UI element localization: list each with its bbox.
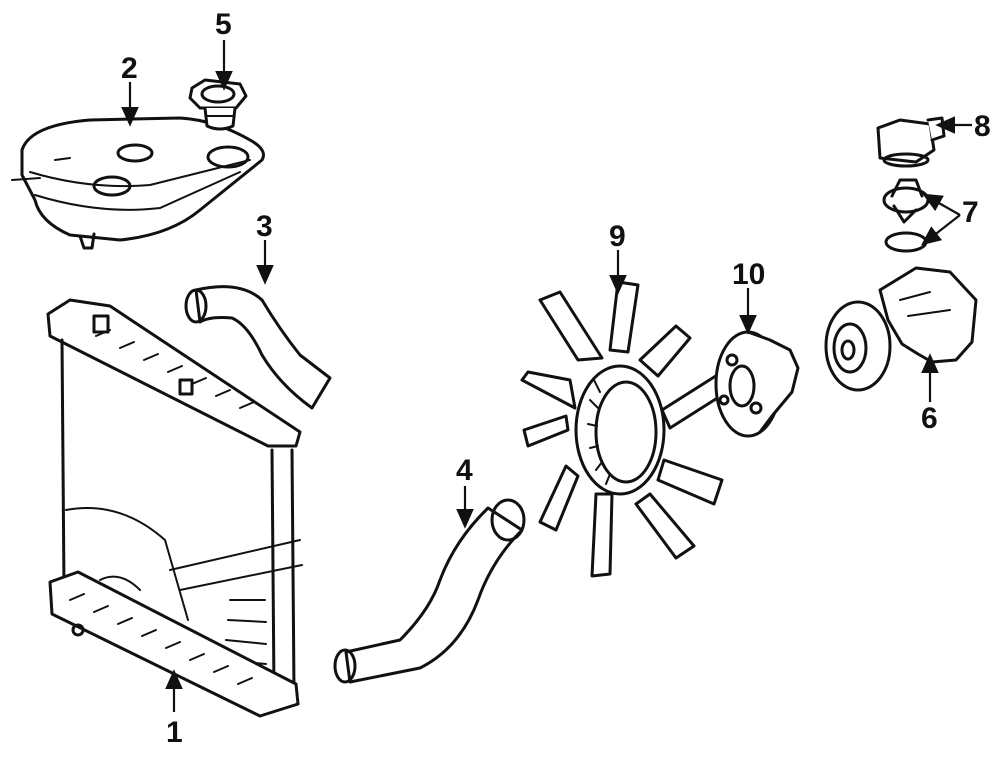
label-fan-blade: 9 [609,220,626,253]
reservoir-cap [188,78,248,131]
thermostat-housing [876,116,946,168]
lower-hose [333,498,526,684]
label-reservoir-cap: 5 [215,8,232,41]
label-fan-clutch: 10 [732,258,765,291]
fan-clutch [714,330,800,438]
label-lower-hose: 4 [456,454,473,487]
label-upper-hose: 3 [256,210,273,243]
thermostat [882,178,930,253]
label-radiator: 1 [166,716,183,749]
upper-hose [184,285,332,410]
label-thermostat-housing: 8 [974,110,991,143]
leader-lines [121,40,972,712]
label-reservoir: 2 [121,52,138,85]
label-thermostat: 7 [962,196,979,229]
radiator [46,298,303,718]
fan-blade [520,280,732,578]
callout-labels: 1 2 3 4 5 6 7 8 9 10 [121,8,991,749]
coolant-reservoir [11,116,265,250]
water-pump [824,266,978,392]
label-water-pump: 6 [921,402,938,435]
